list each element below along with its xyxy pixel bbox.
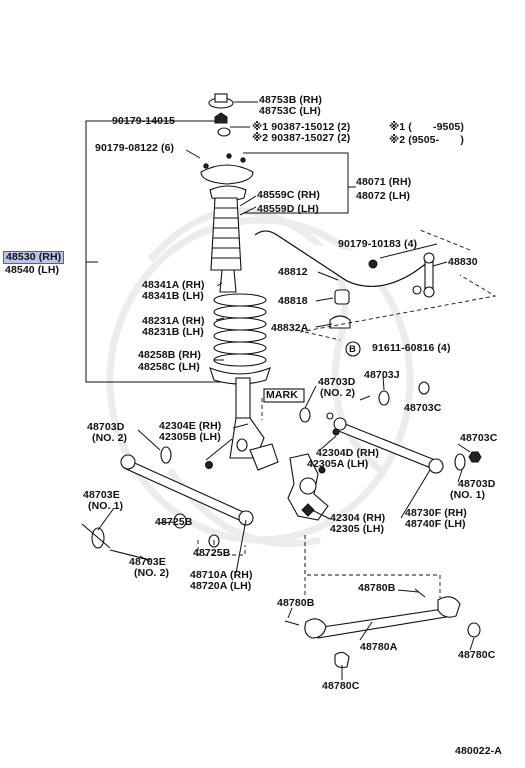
callout-42304d[interactable]: 42304D (RH) [316, 447, 379, 459]
dust-boot [210, 197, 242, 271]
callout-90387-15012[interactable]: ※1 90387-15012 (2) [252, 121, 351, 133]
callout-48780c-right[interactable]: 48780C [458, 649, 496, 661]
callout-48072[interactable]: 48072 (LH) [356, 190, 411, 202]
callout-48780b-right[interactable]: 48780B [358, 582, 396, 594]
bolt-b-marker [345, 341, 361, 357]
callout-48780a[interactable]: 48780A [360, 641, 398, 653]
callout-48753b[interactable]: 48753B (RH) [259, 94, 322, 106]
figure-id: 480022-A [455, 745, 502, 757]
mount-bracket-line [243, 152, 349, 214]
mark-label: MARK [266, 389, 298, 401]
callout-48740f[interactable]: 48740F (LH) [405, 518, 466, 530]
callout-48341b[interactable]: 48341B (LH) [142, 290, 204, 302]
callout-48703c-upper[interactable]: 48703C [404, 402, 442, 414]
callout-48780c-bottom[interactable]: 48780C [322, 680, 360, 692]
bolt-b-label: B [349, 344, 356, 355]
callout-48818[interactable]: 48818 [278, 295, 308, 307]
callout-48710a[interactable]: 48710A (RH) [190, 569, 253, 581]
callout-90179-10183[interactable]: 90179-10183 (4) [338, 238, 418, 250]
small-parts [81, 381, 482, 561]
callout-48832a[interactable]: 48832A [271, 322, 309, 334]
callout-48231b[interactable]: 48231B (LH) [142, 326, 204, 338]
leader-lines [97, 101, 475, 680]
callout-48703e-no1-note: (NO. 1) [88, 500, 124, 512]
callout-48703d-no1[interactable]: 48703D [458, 478, 496, 490]
footnote-1: ※1 ( -9505) [389, 121, 464, 133]
lateral-link-no1 [326, 412, 444, 474]
callout-42305a[interactable]: 42305A (LH) [307, 458, 369, 470]
callout-42305[interactable]: 42305 (LH) [330, 523, 385, 535]
callout-48753c[interactable]: 48753C (LH) [259, 105, 321, 117]
callout-48830[interactable]: 48830 [448, 256, 478, 268]
callout-48703d-no1-note: (NO. 1) [450, 489, 486, 501]
callout-48703d-no2-upper[interactable]: 48703D [318, 376, 356, 388]
callout-48703e-no2-note: (NO. 2) [134, 567, 170, 579]
callout-48812[interactable]: 48812 [278, 266, 308, 278]
callout-48341a[interactable]: 48341A (RH) [142, 279, 205, 291]
shock-absorber [209, 367, 279, 471]
callout-48703e-no2[interactable]: 48703E [129, 556, 166, 568]
callout-42304e[interactable]: 42304E (RH) [159, 420, 222, 432]
callout-48725b-lower[interactable]: 48725B [193, 547, 231, 559]
callout-48720a[interactable]: 48720A (LH) [190, 580, 252, 592]
stabilizer-bar [254, 230, 435, 329]
callout-48231a[interactable]: 48231A (RH) [142, 315, 205, 327]
callout-48559c[interactable]: 48559C (RH) [257, 189, 320, 201]
callout-42304[interactable]: 42304 (RH) [330, 512, 386, 524]
callout-48780b-left[interactable]: 48780B [277, 597, 315, 609]
callout-48703d-no2-left-note: (NO. 2) [92, 432, 128, 444]
callout-48258b[interactable]: 48258B (RH) [138, 349, 201, 361]
callout-90179-08122[interactable]: 90179-08122 (6) [95, 142, 175, 154]
callout-48559d[interactable]: 48559D (LH) [257, 203, 319, 215]
coil-spring [213, 269, 267, 367]
callout-48703e-no1[interactable]: 48703E [83, 489, 120, 501]
callout-48258c[interactable]: 48258C (LH) [138, 361, 200, 373]
mark-box [263, 388, 305, 403]
callout-48703j[interactable]: 48703J [364, 369, 400, 381]
callout-48540[interactable]: 48540 (LH) [5, 264, 60, 276]
callout-48703c-right[interactable]: 48703C [460, 432, 498, 444]
callout-91611-60816[interactable]: 91611-60816 (4) [372, 342, 451, 354]
lateral-link-no2 [120, 454, 254, 526]
callout-90387-15027[interactable]: ※2 90387-15027 (2) [252, 132, 351, 144]
callout-42305b[interactable]: 42305B (LH) [159, 431, 221, 443]
callout-48730f[interactable]: 48730F (RH) [405, 507, 467, 519]
callout-48725b-upper[interactable]: 48725B [155, 516, 193, 528]
assembly-bracket-line [85, 120, 258, 383]
rear-link-48780a [284, 588, 481, 669]
footnote-2: ※2 (9505- ) [389, 134, 464, 146]
callout-90179-14015[interactable]: 90179-14015 [112, 115, 175, 127]
callout-48530-selected[interactable]: 48530 (RH) [3, 251, 65, 264]
callout-48703d-no2-left[interactable]: 48703D [87, 421, 125, 433]
steering-knuckle [287, 453, 329, 521]
callout-48071[interactable]: 48071 (RH) [356, 176, 412, 188]
callout-48703d-no2-upper-note: (NO. 2) [320, 387, 356, 399]
strut-mount-parts [200, 93, 254, 202]
